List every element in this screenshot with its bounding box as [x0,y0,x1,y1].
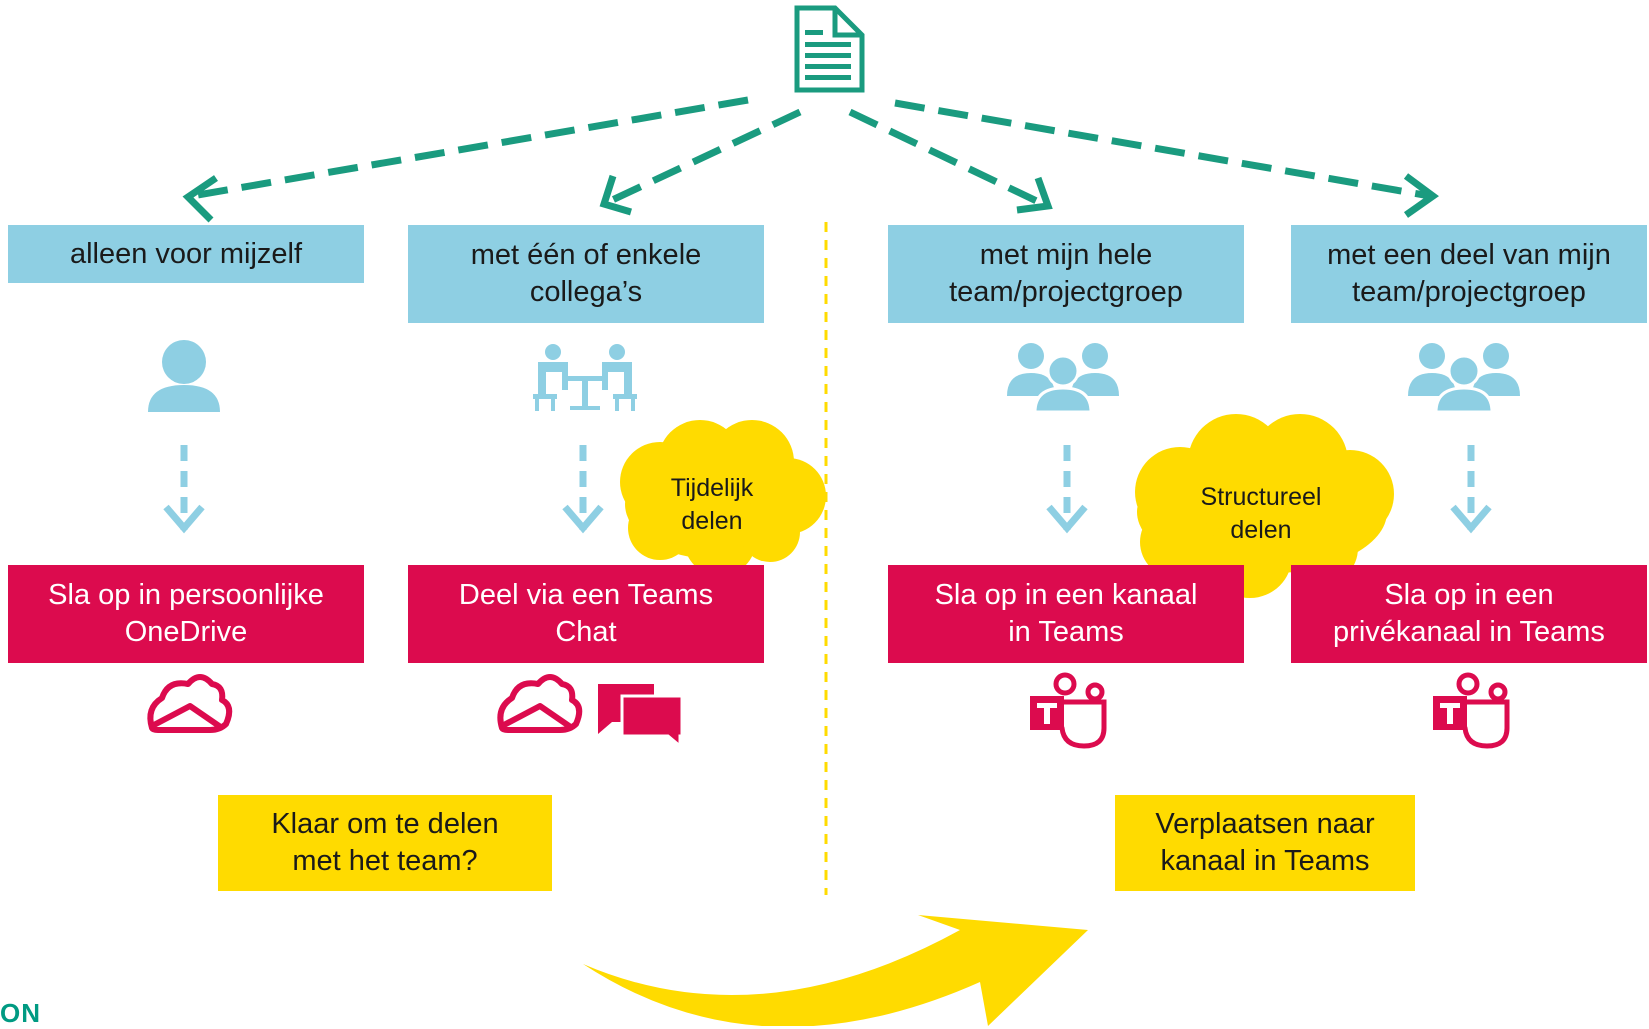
action-label: Sla op in een kanaal in Teams [934,579,1198,648]
audience-label: met mijn hele team/projectgroep [949,239,1183,308]
cloud-shape-left [620,420,826,576]
audience-label: alleen voor mijzelf [69,237,303,270]
action-box-onedrive: Sla op in persoonlijke OneDrive [8,565,364,663]
arrow-to-team [848,108,1047,209]
audience-label: met een deel van mijn team/projectgroep [1327,239,1611,308]
down-arrows [163,445,1492,534]
distribution-arrows [182,96,1439,223]
action-label: Sla op in een privékanaal in Teams [1333,579,1605,648]
audience-box-self: alleen voor mijzelf [8,225,364,283]
action-label: Deel via een Teams Chat [458,579,714,648]
footer-fragment: ON [0,998,41,1028]
curved-move-arrow [583,915,1088,1026]
onedrive-icon [147,674,233,733]
note-ready-to-share: Klaar om te delen met het team? [218,795,552,891]
teams-icon [1030,672,1107,749]
audience-label: met één of enkele collega’s [470,239,702,308]
meeting-icon [533,344,637,411]
teams-icon [1433,672,1510,749]
note-label: Verplaatsen naar kanaal in Teams [1155,808,1375,877]
cloud-shape-right [1135,414,1394,598]
onedrive-icon [497,674,583,733]
chat-icon [598,684,684,750]
arrow-to-team-part [894,99,1431,200]
action-box-teams-channel: Sla op in een kanaal in Teams [888,565,1244,663]
document-icon [794,5,865,93]
action-box-teams-chat: Deel via een Teams Chat [408,565,764,663]
audience-box-colleagues: met één of enkele collega’s [408,225,764,323]
arrow-to-self [191,96,749,200]
cloud-label-temporary: Tijdelijk delen [670,474,754,535]
audience-box-team-part: met een deel van mijn team/projectgroep [1291,225,1647,323]
note-label: Klaar om te delen met het team? [271,808,499,877]
person-icon [148,340,220,412]
note-move-to-channel: Verplaatsen naar kanaal in Teams [1115,795,1415,891]
arrow-to-colleagues [606,108,802,206]
group-icon [1007,343,1119,414]
action-box-private-channel: Sla op in een privékanaal in Teams [1291,565,1647,663]
cloud-label-structural: Structureel delen [1200,483,1322,544]
group-icon [1408,343,1520,414]
audience-box-team: met mijn hele team/projectgroep [888,225,1244,323]
action-label: Sla op in persoonlijke OneDrive [48,579,324,648]
